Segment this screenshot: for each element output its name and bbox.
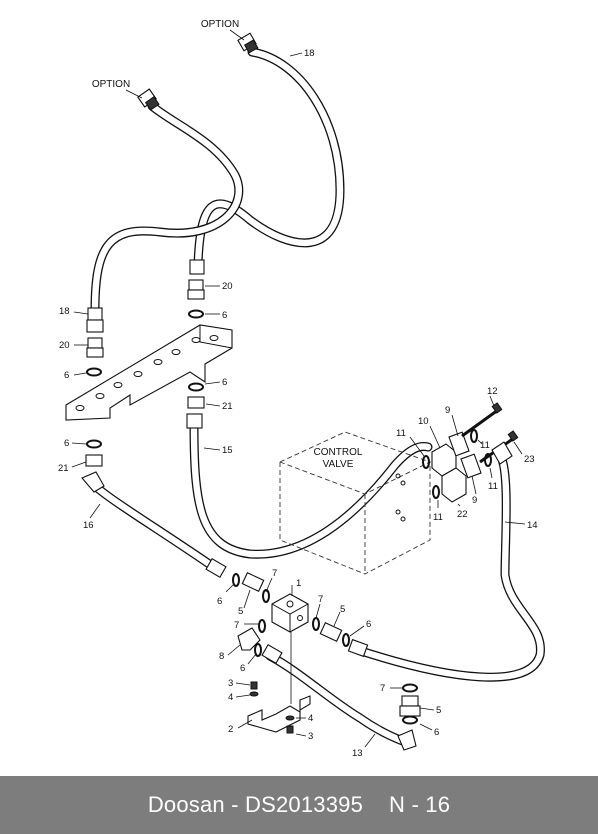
callout-6-b: 6	[64, 370, 69, 381]
fitting-18-right-top	[237, 32, 259, 54]
callout-6-c: 6	[222, 377, 227, 388]
callout-2: 2	[228, 724, 233, 735]
oring-6-7-center	[232, 573, 418, 725]
callout-10: 10	[418, 416, 429, 427]
callout-7-b: 7	[318, 594, 323, 605]
callout-20-right: 20	[222, 281, 233, 292]
bracket-holes	[75, 335, 219, 411]
callout-14: 14	[527, 520, 538, 531]
callout-3-lower: 3	[308, 731, 313, 742]
callout-11-b: 11	[480, 440, 490, 451]
callout-18-top: 18	[304, 48, 315, 59]
callout-7-d: 7	[380, 683, 385, 694]
callout-22: 22	[457, 509, 468, 520]
nut-21-set	[85, 396, 205, 467]
adapter-5-left	[241, 572, 265, 592]
hydraulic-parts-diagram: CONTROL VALVE	[58, 19, 565, 772]
fitting-18-left-end	[86, 307, 104, 333]
callout-6-d: 6	[64, 438, 69, 449]
hose-13	[265, 651, 410, 747]
elbow-16-end	[81, 471, 105, 493]
callout-20-left: 20	[59, 340, 70, 351]
control-valve-label-1: CONTROL	[314, 447, 363, 458]
hose-14-upper-end	[491, 441, 513, 465]
adapter-20-left	[86, 337, 104, 358]
callout-21-right: 21	[222, 401, 233, 412]
callout-6-e: 6	[217, 596, 222, 607]
callout-12: 12	[487, 386, 498, 397]
adapter-5-right	[319, 622, 343, 642]
callout-6-f: 6	[366, 619, 371, 630]
hose-14	[353, 450, 545, 682]
callout-15: 15	[222, 445, 233, 456]
block-22	[441, 467, 467, 503]
screw-washer-set	[249, 681, 295, 734]
callout-5-lower: 5	[436, 705, 441, 716]
oring-6-set	[86, 309, 204, 449]
footer-bar: Doosan - DS2013395 N - 16	[0, 776, 598, 834]
callout-13: 13	[352, 748, 363, 759]
callout-11-a: 11	[396, 428, 406, 439]
callout-5-right: 5	[340, 604, 345, 615]
callout-23: 23	[524, 454, 535, 465]
callout-4-lower: 4	[308, 713, 313, 724]
callout-6-g: 6	[240, 663, 245, 674]
hose-15-end	[186, 413, 203, 429]
bolt-12	[461, 402, 503, 438]
callout-7-e: 7	[560, 763, 565, 772]
callout-11-d: 11	[433, 512, 443, 523]
callout-3-upper: 3	[228, 678, 233, 689]
hose-18-left	[90, 101, 244, 315]
callout-11-c: 11	[488, 481, 498, 492]
elbow-8	[237, 627, 261, 651]
callout-7-c: 7	[234, 620, 239, 631]
footer-page-number: N - 16	[389, 792, 451, 817]
hose-16-end-fitting	[205, 558, 227, 578]
fitting-18-left-top	[137, 88, 160, 111]
option-label-top: OPTION	[201, 19, 239, 30]
callout-21-left: 21	[58, 463, 69, 474]
control-valve-label-2: VALVE	[323, 459, 354, 470]
callout-7-a: 7	[272, 568, 277, 579]
fitting-18-right-end	[189, 259, 205, 275]
mounting-bracket-plate	[65, 324, 233, 421]
hose-15	[189, 420, 433, 559]
hose-14-lower-end	[347, 638, 369, 658]
callout-8: 8	[219, 651, 224, 662]
option-label-left: OPTION	[92, 79, 130, 90]
hose-16	[89, 480, 220, 573]
callout-6-a: 6	[222, 310, 227, 321]
hose-13-ends	[261, 644, 417, 751]
callout-9-upper: 9	[445, 405, 450, 416]
callout-4-upper: 4	[228, 692, 233, 703]
footer-brand-code: Doosan - DS2013395	[147, 792, 364, 817]
flange-9-upper	[448, 431, 470, 457]
callouts: 18 18 20 20 6 6 6 6 21 21 15 16 14 13 12…	[58, 48, 565, 772]
adapter-5-lower	[399, 695, 421, 717]
callout-5-left: 5	[238, 606, 243, 617]
callout-1: 1	[296, 578, 301, 589]
callout-18-left: 18	[59, 306, 70, 317]
flange-9-lower	[460, 453, 482, 479]
callout-6-h: 6	[434, 727, 439, 738]
adapter-20-right	[187, 279, 205, 300]
callout-16: 16	[83, 520, 94, 531]
callout-9-lower: 9	[472, 495, 477, 506]
manifold-block-1	[271, 593, 309, 633]
hose-18-right	[193, 47, 345, 270]
mounting-bracket-2	[247, 632, 311, 733]
